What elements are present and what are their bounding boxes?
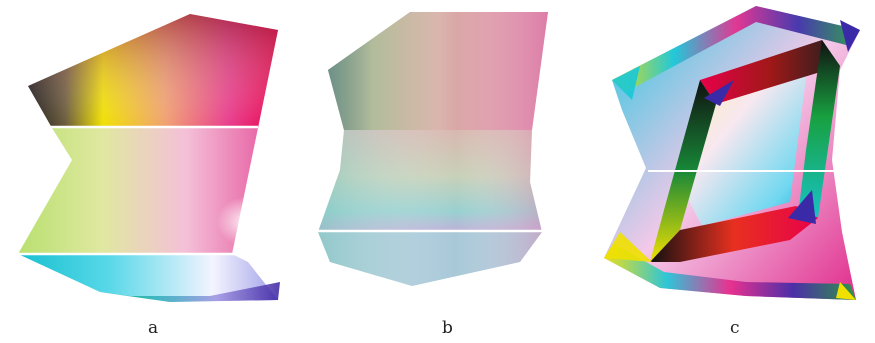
panel-c <box>604 6 860 300</box>
panel-a-highlight <box>185 190 265 260</box>
panel-b-side-shade <box>318 12 548 286</box>
panel-a-top-shade <box>28 14 278 128</box>
panel-a <box>16 14 280 302</box>
caption-a: a <box>148 318 158 338</box>
caption-c: c <box>730 318 740 338</box>
panel-b <box>318 12 548 286</box>
caption-b: b <box>442 318 453 338</box>
